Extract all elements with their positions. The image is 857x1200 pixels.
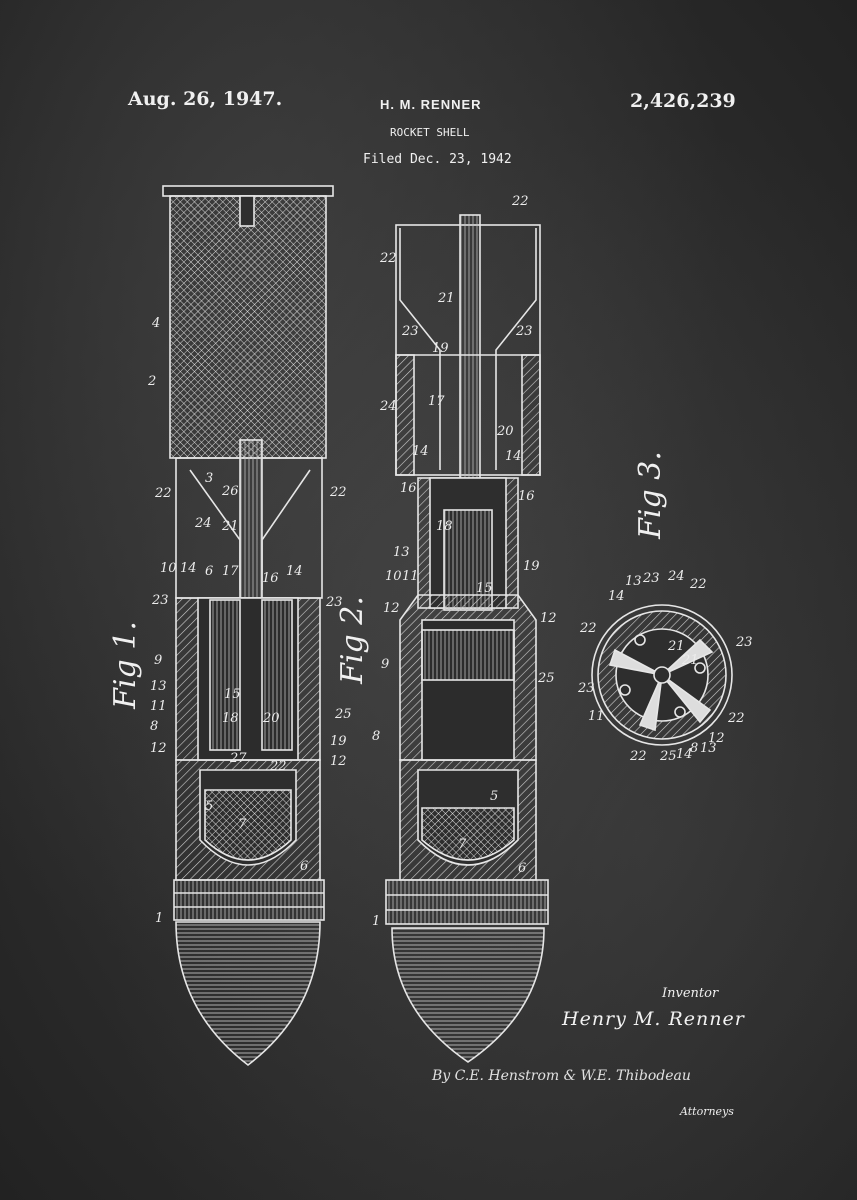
ref-label: 25 [334,707,352,722]
ref-label: 22 [154,486,172,501]
ref-label: 6 [300,859,308,874]
figure-1-drawing [162,185,334,1067]
ref-label: 22 [329,485,347,500]
ref-label: 11 [402,569,419,584]
ref-label: 22 [269,759,287,774]
ref-label: 18 [222,711,239,726]
ref-label: 8 [150,719,158,734]
patent-title: ROCKET SHELL [390,126,470,139]
attorneys-signature: By C.E. Henstrom & W.E. Thibodeau [432,1068,691,1084]
ref-label: 10 [385,569,402,584]
ref-label: 22 [727,711,745,726]
ref-label: 4 [151,316,160,331]
ref-label: 8 [372,729,380,744]
ref-label: 11 [150,699,167,714]
ref-label: 25 [537,671,555,686]
ref-label: 17 [222,564,239,579]
ref-label: 18 [436,519,453,534]
ref-label: 21 [681,653,699,668]
ref-label: 14 [286,564,303,579]
ref-label: 15 [476,581,493,596]
fig2-labels: 22 22 21 23 23 19 24 17 20 14 14 16 16 1… [372,194,557,929]
ref-label: 16 [518,489,535,504]
ref-label: 6 [205,564,213,579]
ref-label: 24 [379,399,397,414]
figure-2-drawing [385,214,549,1063]
ref-label: 14 [505,449,522,464]
ref-label: 22 [629,749,647,764]
ref-label: 22 [511,194,529,209]
ref-label: 16 [400,481,417,496]
figure-3-title: Fig 3. [633,451,668,540]
ref-label: 7 [458,837,467,852]
ref-label: 11 [588,709,605,724]
ref-label: 19 [330,734,347,749]
ref-label: 12 [708,731,725,746]
ref-label: 23 [401,324,419,339]
ref-label: 14 [412,444,429,459]
ref-label: 5 [205,799,213,814]
ref-label: 19 [523,559,540,574]
attorneys-caption: Attorneys [680,1105,734,1118]
ref-label: 20 [262,711,280,726]
ref-label: 8 [690,741,698,756]
ref-label: 1 [372,914,380,929]
ref-label: 12 [330,754,347,769]
fig3-labels: 14 13 23 24 22 22 23 21 21 23 11 22 12 2… [577,569,753,764]
ref-label: 13 [393,545,410,560]
ref-label: 6 [518,861,526,876]
ref-label: 13 [625,574,642,589]
ref-label: 21 [667,639,685,654]
ref-label: 7 [238,817,247,832]
ref-label: 19 [432,341,449,356]
ref-label: 26 [221,484,239,499]
ref-label: 23 [151,593,169,608]
ref-label: 20 [496,424,514,439]
ref-label: 12 [540,611,557,626]
figure-3-drawing [591,604,733,746]
ref-label: 12 [383,601,400,616]
ref-label: 14 [608,589,625,604]
ref-label: 23 [325,595,343,610]
ref-label: 21 [437,291,455,306]
filed-date: Filed Dec. 23, 1942 [363,152,512,167]
ref-label: 15 [224,687,241,702]
ref-label: 12 [150,741,167,756]
ref-label: 23 [735,635,753,650]
fig1-labels: 4 2 3 22 24 26 21 22 10 14 6 17 16 14 23… [147,316,352,926]
ref-label: 9 [154,653,162,668]
ref-label: 5 [490,789,498,804]
ref-label: 22 [379,251,397,266]
ref-label: 14 [676,747,693,762]
ref-label: 13 [150,679,167,694]
inventor-caption: Inventor [662,986,719,1001]
ref-label: 24 [194,516,212,531]
ref-label: 25 [659,749,677,764]
ref-label: 21 [221,519,239,534]
ref-label: 23 [515,324,533,339]
inventor-header: H. M. RENNER [380,97,482,112]
ref-label: 27 [229,751,247,766]
ref-label: 10 [160,561,177,576]
ref-label: 3 [205,471,213,486]
ref-label: 22 [689,577,707,592]
inventor-signature: Henry M. Renner [562,1008,745,1030]
ref-label: 9 [381,657,389,672]
patent-date: Aug. 26, 1947. [128,88,283,110]
ref-label: 2 [147,374,156,389]
ref-label: 14 [180,561,197,576]
ref-label: 16 [262,571,279,586]
ref-label: 23 [642,571,660,586]
ref-label: 17 [428,394,445,409]
ref-label: 1 [155,911,163,926]
figure-2-title: Fig 2. [335,596,370,685]
ref-label: 23 [577,681,595,696]
ref-label: 24 [667,569,685,584]
figure-1-title: Fig 1. [108,621,143,710]
patent-number: 2,426,239 [630,90,736,112]
ref-label: 22 [579,621,597,636]
ref-label: 13 [700,741,717,756]
